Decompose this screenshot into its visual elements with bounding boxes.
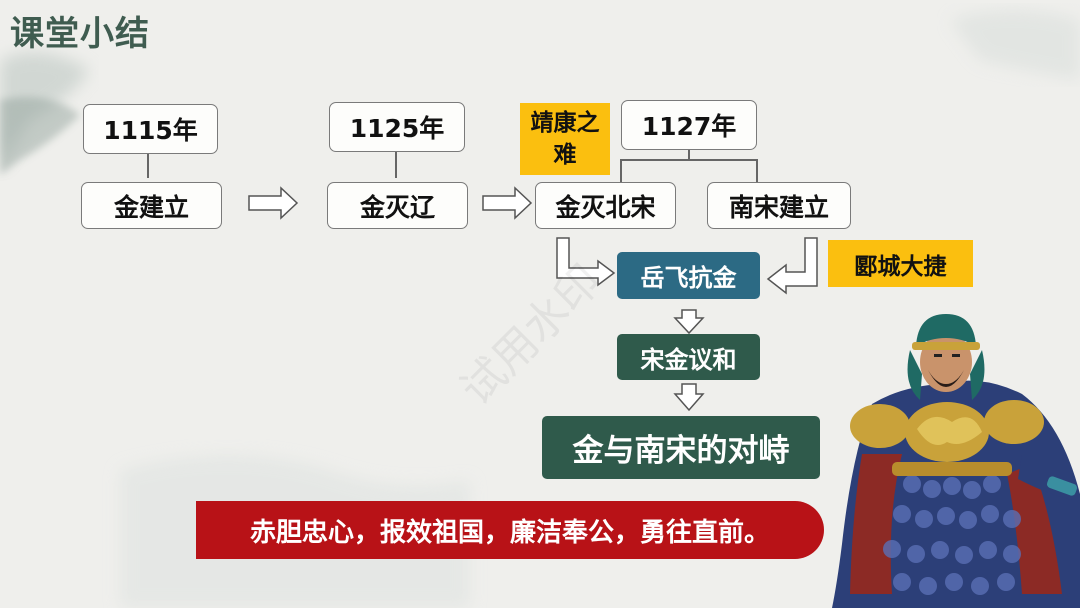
year-1127-box: 1127年 [621,100,757,150]
jingkang-label: 靖康之难 [520,103,610,175]
year-1115-box: 1115年 [83,104,218,154]
motto-banner: 赤胆忠心，报效祖国，廉洁奉公，勇往直前。 [196,501,824,559]
event-southern-song-founded: 南宋建立 [707,182,851,229]
event-jin-destroys-northern-song: 金灭北宋 [535,182,676,229]
event-jin-destroys-liao: 金灭辽 [327,182,468,229]
event-jin-founded: 金建立 [81,182,222,229]
general-portrait-image [832,314,1080,608]
year-1125-box: 1125年 [329,102,465,152]
standoff-box: 金与南宋的对峙 [542,416,820,479]
song-jin-peace-box: 宋金议和 [617,334,760,380]
yuefei-resists-jin-box: 岳飞抗金 [617,252,760,299]
yancheng-victory-label: 郾城大捷 [828,240,973,287]
